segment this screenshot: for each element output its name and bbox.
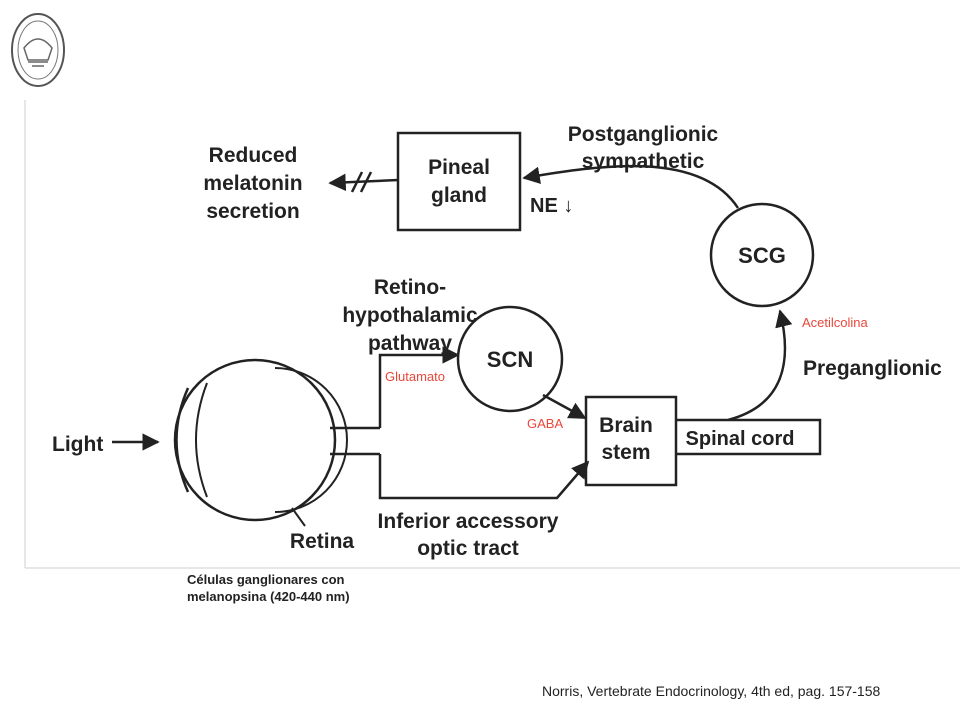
scg-circle [709,202,815,308]
reduced-label-1: Reduced [209,144,298,167]
retina-label: Retina [290,530,355,553]
ganglion-note-line-2: melanopsina (420-440 nm) [187,589,350,604]
pineal-label-2: gland [431,184,487,207]
spinal-cord-label: Spinal cord [686,428,795,450]
preganglionic-label: Preganglionic [803,357,942,380]
pineal-label-1: Pineal [428,156,490,179]
scn-brainstem-arrow [542,393,587,420]
spinal-cord-box [673,418,822,456]
preganglionic-arrow [727,309,793,422]
retino-label-2: hypothalamic [342,304,478,327]
inferior-label-2: optic tract [417,537,519,560]
retino-label-3: pathway [368,332,452,355]
gaba-label: GABA [527,416,563,431]
light-label: Light [52,433,103,456]
scn-label: SCN [487,347,533,372]
ne-label: NE ↓ [530,195,573,217]
pineal-output-arrow [328,173,399,192]
retinohypothalamic-tract-arrow [378,346,460,428]
eye-icon [173,358,380,522]
pineal-gland-box [396,131,522,232]
ganglion-cells-note: Células ganglionares con melanopsina (42… [187,571,350,605]
reduced-label-3: secretion [206,200,299,223]
postganglionic-arrow [522,164,740,209]
brain-stem-label-1: Brain [599,414,653,437]
citation-text: Norris, Vertebrate Endocrinology, 4th ed… [542,683,881,699]
acetilcolina-label: Acetilcolina [802,315,869,330]
retino-label-1: Retino- [374,276,446,299]
scg-label: SCG [738,243,786,268]
inferior-label-1: Inferior accessory [378,510,559,533]
brain-stem-label-2: stem [601,441,650,464]
reduced-label-2: melatonin [203,172,302,195]
retina-pointer [291,507,306,527]
university-seal-icon [11,13,65,87]
block-mark-2 [359,171,373,193]
postganglionic-label-1: Postganglionic [568,123,719,146]
brain-stem-box [584,395,678,487]
inferior-accessory-tract-arrow [378,454,590,500]
ganglion-note-line-1: Células ganglionares con [187,572,345,587]
block-mark-1 [350,171,364,193]
postganglionic-label-2: sympathetic [582,150,705,173]
glutamato-label: Glutamato [385,369,445,384]
